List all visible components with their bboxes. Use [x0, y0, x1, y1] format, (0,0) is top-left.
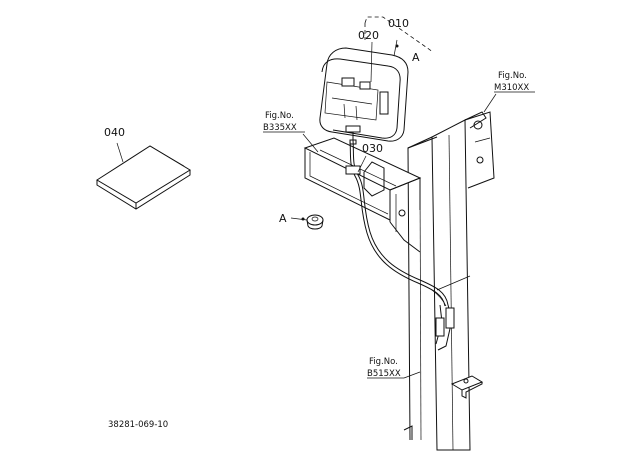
- beam-b335xx: [303, 137, 422, 253]
- mast-post: [403, 111, 495, 451]
- fig-ref-m310xx-line2: M310XX: [494, 83, 529, 93]
- view-dashed-leader: [364, 16, 434, 53]
- fig-ref-b335xx-line2: B335XX: [263, 123, 297, 133]
- view-marker-a-left: A: [279, 212, 287, 225]
- leader-b515xx: [403, 371, 421, 379]
- part-040-manual: [96, 145, 191, 210]
- leader-030: [357, 155, 367, 173]
- leader-m310xx: [483, 93, 497, 113]
- fig-ref-b335xx-line1: Fig.No.: [265, 111, 294, 121]
- small-bracket: [450, 375, 484, 399]
- part-030-harness: [345, 139, 455, 351]
- leader-040: [116, 142, 124, 163]
- grommet-a: [306, 214, 324, 230]
- leader-010: [393, 39, 398, 57]
- part-010-lamp: [319, 47, 409, 145]
- leader-b335xx: [302, 133, 319, 153]
- drawing-number: 38281-069-10: [108, 420, 168, 430]
- view-marker-a-top: A: [412, 51, 420, 64]
- leader-view-a: [290, 217, 308, 221]
- label-040: 040: [104, 126, 125, 139]
- fig-ref-m310xx-line1: Fig.No.: [498, 71, 527, 81]
- leader-020: [370, 41, 373, 83]
- leader-010-dot: [395, 44, 399, 48]
- label-010: 010: [388, 17, 409, 30]
- label-020: 020: [358, 29, 379, 42]
- leader-view-a-dot: [301, 217, 305, 221]
- label-030: 030: [362, 142, 383, 155]
- fig-ref-b515xx-line1: Fig.No.: [369, 357, 398, 367]
- fig-ref-b515xx-line2: B515XX: [367, 369, 401, 379]
